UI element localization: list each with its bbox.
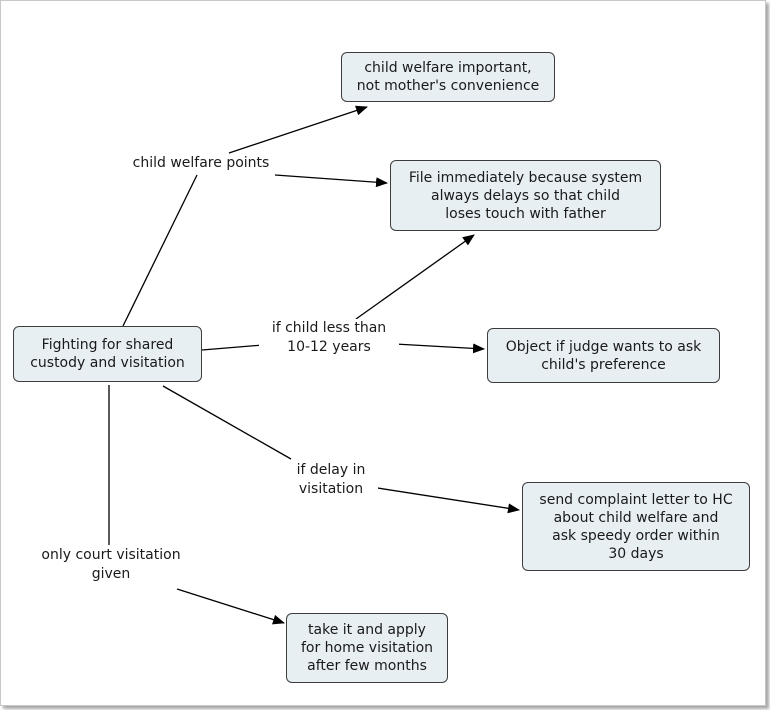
concept-complaint-letter[interactable]: send complaint letter to HC about child … xyxy=(522,482,750,571)
concept-welfare-important[interactable]: child welfare important, not mother's co… xyxy=(341,52,555,102)
arrow-child-to-file-immediately xyxy=(355,234,475,320)
line-main-to-child-label xyxy=(201,344,264,351)
concept-file-immediately-text: File immediately because system always d… xyxy=(408,169,643,222)
concept-welfare-important-text: child welfare important, not mother's co… xyxy=(356,60,540,94)
concept-object-judge-text: Object if judge wants to ask child's pre… xyxy=(505,338,702,373)
arrow-to-take-apply xyxy=(176,588,285,625)
arrow-to-welfare-important xyxy=(228,105,368,154)
concept-file-immediately[interactable]: File immediately because system always d… xyxy=(390,160,661,231)
line-main-to-delay-label xyxy=(162,385,292,460)
line-main-to-welfare-label xyxy=(122,174,198,327)
link-label-delay-visitation: if delay in visitation xyxy=(284,461,378,499)
concept-object-judge[interactable]: Object if judge wants to ask child's pre… xyxy=(487,328,720,383)
concept-complaint-letter-text: send complaint letter to HC about child … xyxy=(539,491,733,562)
concept-main[interactable]: Fighting for shared custody and visitati… xyxy=(13,326,202,382)
link-label-child-less-than: if child less than 10-12 years xyxy=(259,319,399,357)
concept-main-text: Fighting for shared custody and visitati… xyxy=(30,337,185,371)
link-label-child-welfare-points: child welfare points xyxy=(122,154,280,173)
arrow-to-file-immediately xyxy=(274,174,388,188)
arrow-to-complaint-letter xyxy=(370,486,520,514)
link-label-court-visitation: only court visitation given xyxy=(29,546,193,584)
concept-take-apply-text: take it and apply for home visitation af… xyxy=(300,622,434,674)
concept-take-apply[interactable]: take it and apply for home visitation af… xyxy=(286,613,448,683)
arrow-to-object-judge xyxy=(394,343,485,354)
